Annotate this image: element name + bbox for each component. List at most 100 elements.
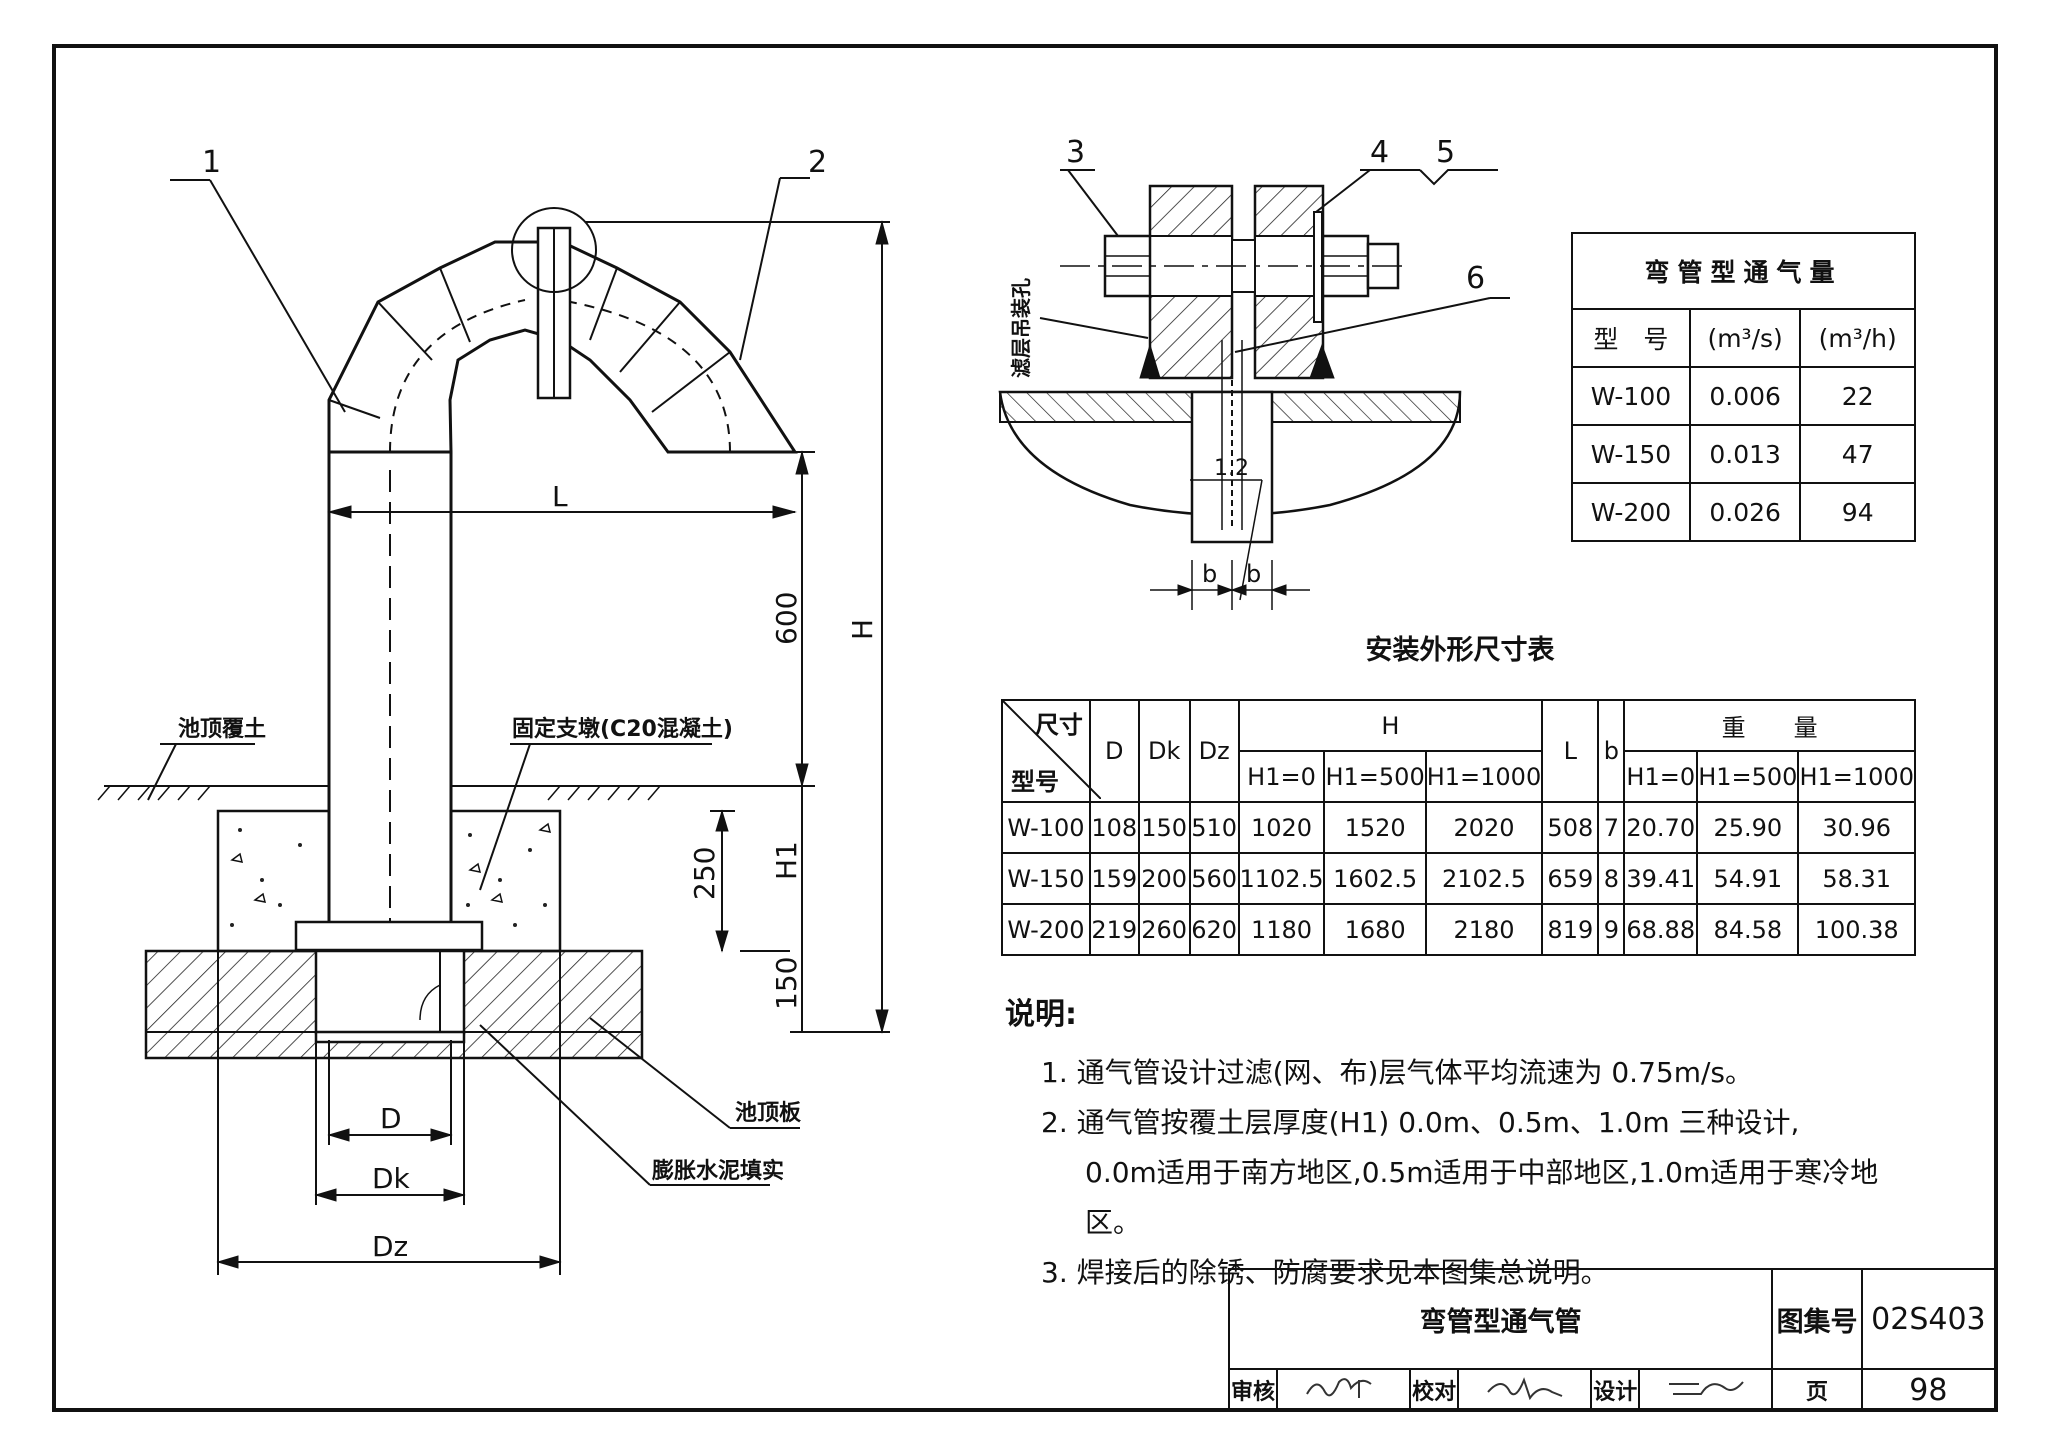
dims-subheader-weight: H1=1000 <box>1797 750 1916 803</box>
dims-header-H: H <box>1237 699 1544 752</box>
check-signature-mark <box>1486 1377 1563 1401</box>
dims-cell: 1180 <box>1237 903 1326 956</box>
label-support: 固定支墩(C20混凝土) <box>512 716 733 742</box>
airflow-cell: W-150 <box>1571 424 1691 484</box>
design-signature-mark <box>1668 1381 1744 1395</box>
dims-cell: 30.96 <box>1797 801 1916 854</box>
dims-corner-bottom: 型号 <box>1011 768 1059 796</box>
dims-cell: 68.88 <box>1623 903 1699 956</box>
dims-cell: 2102.5 <box>1424 852 1544 905</box>
label-part6: 6 <box>1466 261 1485 296</box>
airflow-cell: 47 <box>1799 424 1916 484</box>
review-signature <box>1275 1368 1412 1412</box>
label-part5: 5 <box>1436 135 1455 170</box>
page-number: 98 <box>1860 1368 1997 1412</box>
airflow-header-m3h: (m³/h) <box>1799 308 1916 368</box>
dims-cell: 54.91 <box>1696 852 1800 905</box>
notes-section: 说明: 1. 通气管设计过滤(网、布)层气体平均流速为 0.75m/s。 2. … <box>1005 990 1905 1298</box>
dims-corner-top: 尺寸 <box>1034 711 1083 739</box>
dims-corner-cell: 尺寸 型号 <box>1001 699 1101 803</box>
label-roof-slab: 池顶板 <box>735 1101 802 1126</box>
dims-subheader-h: H1=1000 <box>1424 750 1544 803</box>
dims-cell: W-100 <box>1001 801 1091 854</box>
label-dim-Dz: Dz <box>372 1230 408 1263</box>
note-item: 2. 通气管按覆土层厚度(H1) 0.0m、0.5m、1.0m 三种设计, <box>1041 1106 1800 1139</box>
check-label: 校对 <box>1409 1368 1460 1412</box>
label-dim-b-right: b <box>1246 560 1261 588</box>
dims-cell: 1102.5 <box>1237 852 1326 905</box>
label-dim-L: L <box>552 480 568 513</box>
dims-cell: 7 <box>1597 801 1626 854</box>
dims-cell: 100.38 <box>1797 903 1916 956</box>
dims-cell: 108 <box>1088 801 1140 854</box>
dims-cell: 25.90 <box>1696 801 1800 854</box>
dims-cell: 508 <box>1541 801 1600 854</box>
dims-cell: 9 <box>1597 903 1626 956</box>
dims-cell: 84.58 <box>1696 903 1800 956</box>
design-signature <box>1638 1368 1774 1412</box>
dims-cell: W-200 <box>1001 903 1091 956</box>
label-dim-1-2: 1.2 <box>1214 456 1249 481</box>
label-dim-D: D <box>380 1102 402 1135</box>
label-dim-H: H <box>846 619 879 640</box>
dims-row: W-100 108 150 510 1020 1520 2020 508 7 2… <box>1001 801 1916 854</box>
flange-detail-view <box>998 169 1510 610</box>
dims-header-b: b <box>1597 699 1626 803</box>
dims-cell: W-150 <box>1001 852 1091 905</box>
dims-header-D: D <box>1088 699 1140 803</box>
dims-row: W-150 159 200 560 1102.5 1602.5 2102.5 6… <box>1001 852 1916 905</box>
dims-cell: 159 <box>1088 852 1140 905</box>
note-item: 0.0m适用于南方地区,0.5m适用于中部地区,1.0m适用于寒冷地区。 <box>1085 1156 1879 1239</box>
review-signature-mark <box>1305 1378 1372 1398</box>
notes-heading: 说明: <box>1005 997 1077 1032</box>
label-cement-fill: 膨胀水泥填实 <box>651 1158 784 1184</box>
detail-labels: 3 4 5 6 1.2 b b 滤层吊装孔 <box>1009 135 1485 588</box>
atlas-number: 02S403 <box>1860 1268 1997 1370</box>
dims-cell: 8 <box>1597 852 1626 905</box>
dims-header-Dz: Dz <box>1188 699 1240 803</box>
atlas-label: 图集号 <box>1771 1268 1863 1370</box>
airflow-row: W-200 0.026 94 <box>1571 482 1916 542</box>
dims-cell: 1520 <box>1323 801 1427 854</box>
label-part3: 3 <box>1066 135 1085 170</box>
label-part1: 1 <box>202 145 221 180</box>
airflow-cell: 0.006 <box>1688 366 1802 426</box>
dims-cell: 39.41 <box>1623 852 1699 905</box>
dims-row: W-200 219 260 620 1180 1680 2180 819 9 6… <box>1001 903 1916 956</box>
airflow-cell: 0.026 <box>1688 482 1802 542</box>
airflow-table-title: 弯管型通气量 <box>1571 232 1916 310</box>
airflow-cell: 22 <box>1799 366 1916 426</box>
dims-cell: 58.31 <box>1797 852 1916 905</box>
airflow-cell: 0.013 <box>1688 424 1802 484</box>
dims-cell: 2020 <box>1424 801 1544 854</box>
label-dim-b-left: b <box>1202 560 1217 588</box>
drawing-title: 弯管型通气管 <box>1227 1268 1774 1370</box>
elevation-view <box>97 177 890 1275</box>
airflow-row: W-150 0.013 47 <box>1571 424 1916 484</box>
dims-cell: 150 <box>1137 801 1191 854</box>
elevation-labels: 1 2 L H 600 H1 250 150 D Dk Dz 池顶覆土 固定支墩… <box>178 145 879 1263</box>
label-dim-H1: H1 <box>770 841 803 880</box>
dims-cell: 1602.5 <box>1323 852 1427 905</box>
label-dim-150: 150 <box>770 957 803 1010</box>
dims-cell: 1020 <box>1237 801 1326 854</box>
label-filter-hole: 滤层吊装孔 <box>1009 278 1033 378</box>
airflow-cell: W-200 <box>1571 482 1691 542</box>
airflow-header-m3s: (m³/s) <box>1688 308 1802 368</box>
dims-cell: 2180 <box>1424 903 1544 956</box>
page-label: 页 <box>1771 1368 1863 1412</box>
label-dim-600: 600 <box>770 592 803 645</box>
airflow-row: W-100 0.006 22 <box>1571 366 1916 426</box>
dims-table: 尺寸 型号 D Dk Dz H L b 重 量 H1=0 H1=500 H1=1… <box>1001 699 1916 956</box>
dims-cell: 819 <box>1541 903 1600 956</box>
dims-header-L: L <box>1541 699 1600 803</box>
label-dim-Dk: Dk <box>372 1162 411 1195</box>
dims-subheader-h: H1=500 <box>1323 750 1427 803</box>
dims-header-weight: 重 量 <box>1623 699 1916 752</box>
dims-cell: 510 <box>1188 801 1240 854</box>
airflow-cell: W-100 <box>1571 366 1691 426</box>
label-part2: 2 <box>808 145 827 180</box>
dims-cell: 620 <box>1188 903 1240 956</box>
